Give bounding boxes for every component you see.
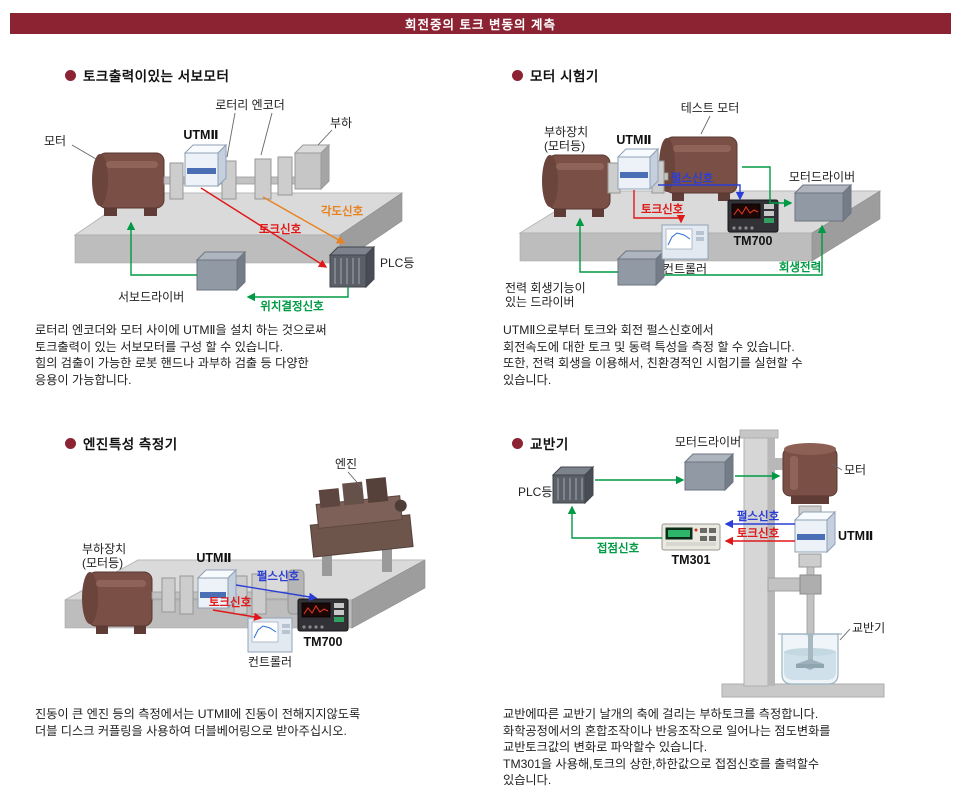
- section-tester: 모터 시험기: [500, 60, 961, 422]
- agitator-description: 교반에따른 교반기 날개의 축에 걸리는 부하토크를 측정합니다. 화학공정에서…: [503, 707, 831, 788]
- page-title-bar: 회전중의 토크 변동의 계측: [10, 13, 951, 34]
- label-load-device-2: (모터등): [82, 556, 123, 570]
- engine-block: [309, 477, 414, 558]
- pointer-lines: [347, 471, 363, 489]
- label-pulse-signal: 펄스신호: [257, 569, 300, 583]
- section-servo: 토크출력이있는 서보모터: [30, 60, 485, 422]
- utm2-sensor: [793, 510, 837, 554]
- test-motor: [659, 136, 738, 201]
- servo-driver-box: [195, 250, 247, 292]
- section-header-engine: 엔진특성 측정기: [65, 433, 178, 453]
- label-motor: 모터: [44, 134, 66, 148]
- motor-driver-box: [793, 183, 853, 223]
- label-controller: 컨트롤러: [663, 262, 707, 276]
- bullet-icon: [512, 437, 523, 449]
- section-header-agitator: 교반기: [512, 433, 569, 453]
- bullet-icon: [512, 69, 523, 81]
- section-header-tester: 모터 시험기: [512, 65, 599, 85]
- plc-box: [551, 465, 595, 505]
- servo-description: 로터리 엔코더와 모터 사이에 UTMⅡ을 설치 하는 것으로써 토크출력이 있…: [35, 323, 327, 387]
- bullet-icon: [65, 69, 76, 81]
- pointer-lines: [700, 115, 711, 135]
- engine-diagram: 엔진 부하장치 (모터등) UTMⅡ 펄스신호 토크신호 TM700 컨트롤러: [64, 457, 426, 669]
- beaker: [778, 633, 842, 685]
- label-regen-power: 회생전력: [779, 260, 821, 274]
- label-load-device-1: 부하장치: [82, 542, 126, 556]
- label-position-signal: 위치결정신호: [260, 299, 324, 313]
- label-contact-signal: 접점신호: [597, 541, 640, 555]
- label-load-device-1: 부하장치: [544, 125, 588, 139]
- engine-description: 진동이 큰 엔진 등의 측정에서는 UTMⅡ에 진동이 전해지지않도록 더블 디…: [35, 707, 361, 738]
- tm700-instrument: [297, 598, 349, 632]
- signal-arrows: [575, 166, 827, 276]
- section-title-agitator: 교반기: [530, 437, 569, 452]
- load-motor: [82, 571, 153, 634]
- label-utm2: UTMⅡ: [838, 529, 873, 543]
- motor-tester-diagram: 테스트 모터 부하장치 (모터등) UTMⅡ 펄스신호 토크신호 모터드라이버 …: [505, 101, 882, 309]
- pointer-lines: [71, 112, 333, 160]
- regen-driver-box: [616, 249, 666, 287]
- couplings: [161, 569, 305, 615]
- bullet-icon: [65, 437, 76, 449]
- label-utm2: UTMⅡ: [183, 128, 218, 142]
- engine-stands: [322, 540, 392, 576]
- load-block: [293, 143, 331, 191]
- label-utm2: UTMⅡ: [616, 133, 651, 147]
- controller-instrument: [247, 617, 293, 653]
- label-torque-signal: 토크신호: [641, 202, 684, 216]
- label-torque-signal: 토크신호: [209, 595, 252, 609]
- label-angle-signal: 각도신호: [321, 204, 364, 218]
- label-plc: PLC등: [380, 256, 414, 270]
- signal-arrows: [126, 187, 349, 302]
- agitator-motor: [782, 443, 838, 504]
- signal-arrows: [212, 584, 318, 621]
- label-regen-driver-2: 있는 드라이버: [505, 295, 575, 309]
- label-motor-driver: 모터드라이버: [675, 435, 741, 449]
- label-plc: PLC등: [518, 485, 552, 499]
- section-title-servo: 토크출력이있는 서보모터: [83, 69, 230, 84]
- label-utm2: UTMⅡ: [196, 551, 231, 565]
- label-motor: 모터: [844, 463, 866, 477]
- label-motor-driver: 모터드라이버: [789, 170, 855, 184]
- label-load-device-2: (모터등): [544, 139, 585, 153]
- label-tm301: TM301: [672, 553, 711, 567]
- utm2-sensor: [616, 147, 660, 191]
- label-torque-signal: 토크신호: [259, 222, 302, 236]
- section-title-engine: 엔진특성 측정기: [83, 437, 178, 452]
- section-title-tester: 모터 시험기: [530, 69, 599, 84]
- label-tm700: TM700: [304, 635, 343, 649]
- tm700-instrument: [727, 199, 779, 233]
- section-header-servo: 토크출력이있는 서보모터: [65, 65, 229, 85]
- servo-diagram: 로터리 엔코더 부하 모터 UTMⅡ 각도신호 토크신호 PLC등 서보드라이버…: [44, 98, 414, 313]
- agitator-diagram: 모터드라이버 모터 PLC등 펄스신호 토크신호 접점신호 TM301 UTMⅡ…: [518, 429, 885, 698]
- couplings: [169, 156, 293, 200]
- utm2-sensor: [183, 143, 228, 188]
- motor-driver-box: [683, 452, 735, 492]
- label-servo-driver: 서보드라이버: [118, 290, 184, 304]
- label-load: 부하: [330, 116, 352, 130]
- tm301-instrument: [661, 523, 721, 551]
- label-engine: 엔진: [335, 457, 357, 471]
- utm2-sensor: [196, 568, 238, 610]
- pointer-lines: [831, 463, 851, 641]
- label-torque-signal: 토크신호: [737, 526, 780, 540]
- label-regen-driver-1: 전력 회생기능이: [505, 281, 586, 295]
- label-pulse-signal: 펄스신호: [737, 509, 780, 523]
- servo-motor: [92, 152, 165, 216]
- controller-instrument: [661, 224, 709, 260]
- label-test-motor: 테스트 모터: [681, 101, 740, 115]
- label-agitator: 교반기: [852, 621, 885, 635]
- plc-box: [328, 245, 376, 289]
- label-rotary-encoder: 로터리 엔코더: [215, 98, 285, 112]
- section-agitator: 교반기: [500, 428, 961, 802]
- load-motor: [542, 154, 611, 217]
- label-pulse-signal: 펄스신호: [671, 171, 714, 185]
- page-title: 회전중의 토크 변동의 계측: [405, 18, 556, 32]
- signal-arrows: [567, 471, 795, 546]
- tester-description: UTMⅡ으로부터 토크와 회전 펄스신호에서 회전속도에 대한 토크 및 동력 …: [503, 323, 803, 387]
- section-engine: 엔진특성 측정기: [30, 428, 490, 802]
- label-tm700: TM700: [734, 234, 773, 248]
- label-controller: 컨트롤러: [248, 655, 292, 669]
- vertical-shaft: [798, 505, 822, 637]
